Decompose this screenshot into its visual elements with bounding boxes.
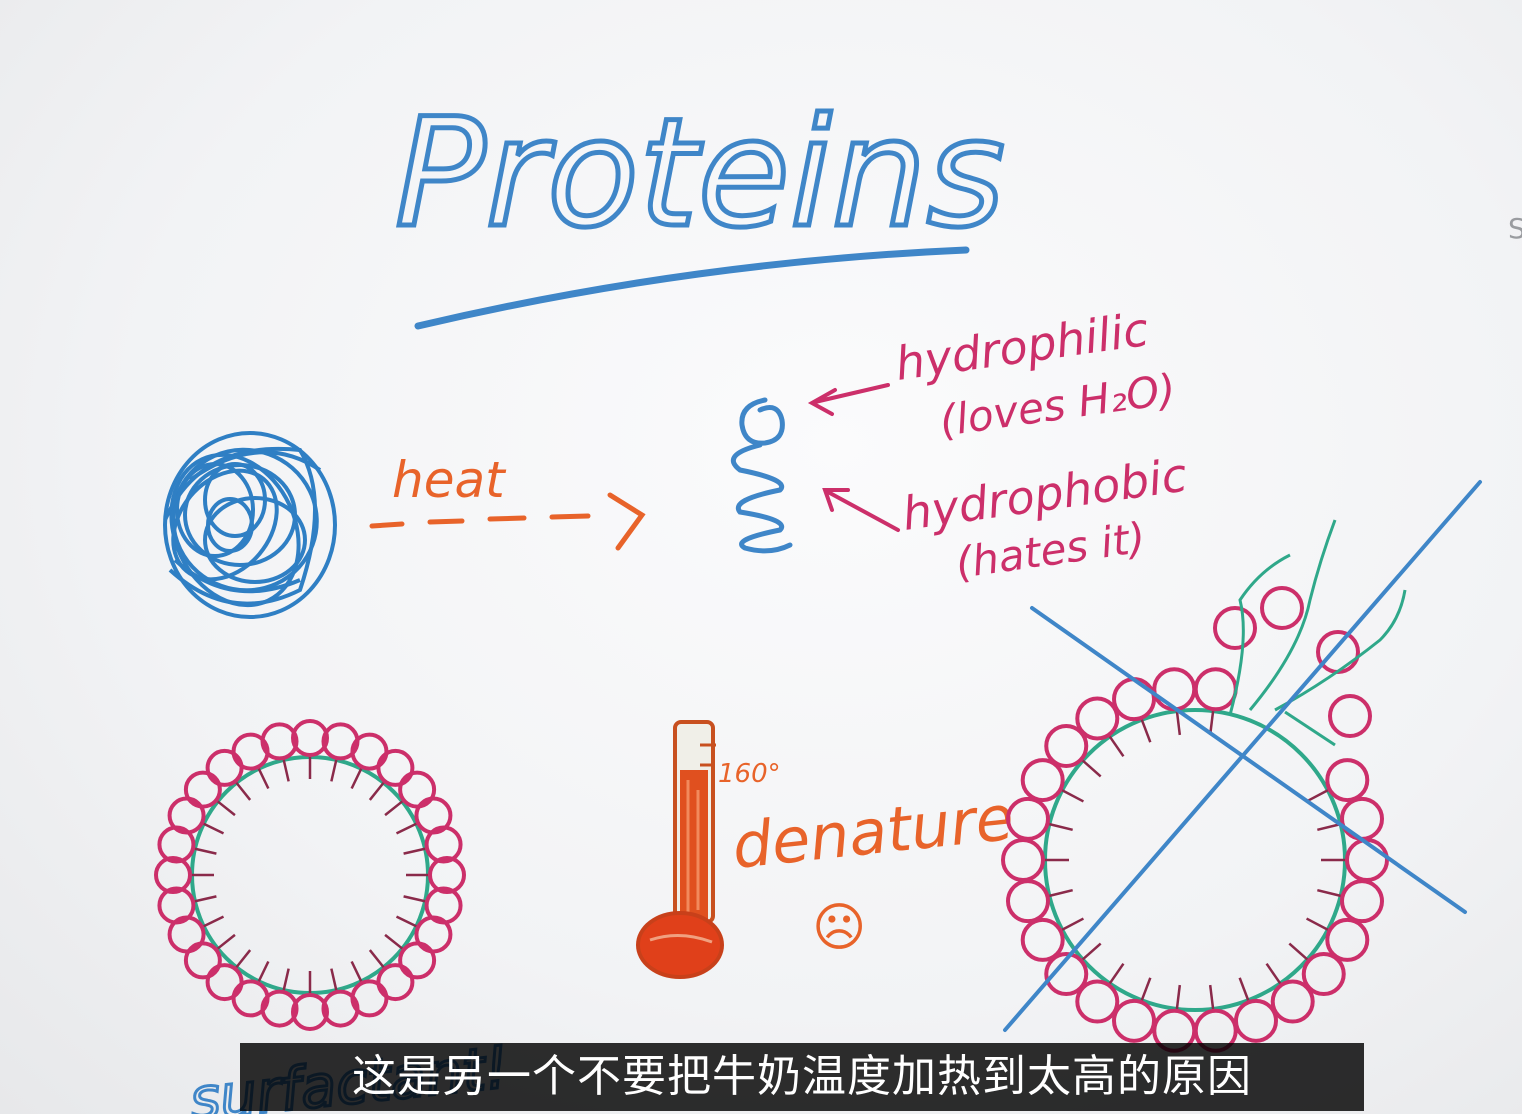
temperature-label: 160°: [718, 759, 781, 789]
micelle-left: [154, 719, 466, 1031]
subtitle-bar: 这是另一个不要把牛奶温度加热到太高的原因: [240, 1043, 1364, 1111]
hydrophobic-arrow: [822, 488, 900, 532]
title-proteins: Proteins: [395, 87, 1005, 261]
heat-dashed-arrow: [369, 492, 646, 551]
micelle-right: [1001, 519, 1407, 1053]
unfolded-protein-squiggle: [730, 397, 793, 554]
thermometer-icon: [636, 720, 724, 979]
heat-label: heat: [392, 451, 507, 509]
edge-text-fragment: S: [1508, 212, 1522, 245]
folded-protein-scribble: [163, 431, 337, 619]
subtitle-text: 这是另一个不要把牛奶温度加热到太高的原因: [352, 1051, 1252, 1102]
hydrophilic-arrow: [807, 383, 890, 416]
title-underline: [414, 246, 970, 330]
denature-label: denature: [729, 781, 1017, 883]
cross-out-x: [1003, 480, 1482, 1032]
sad-face-icon: ☹: [812, 898, 866, 958]
